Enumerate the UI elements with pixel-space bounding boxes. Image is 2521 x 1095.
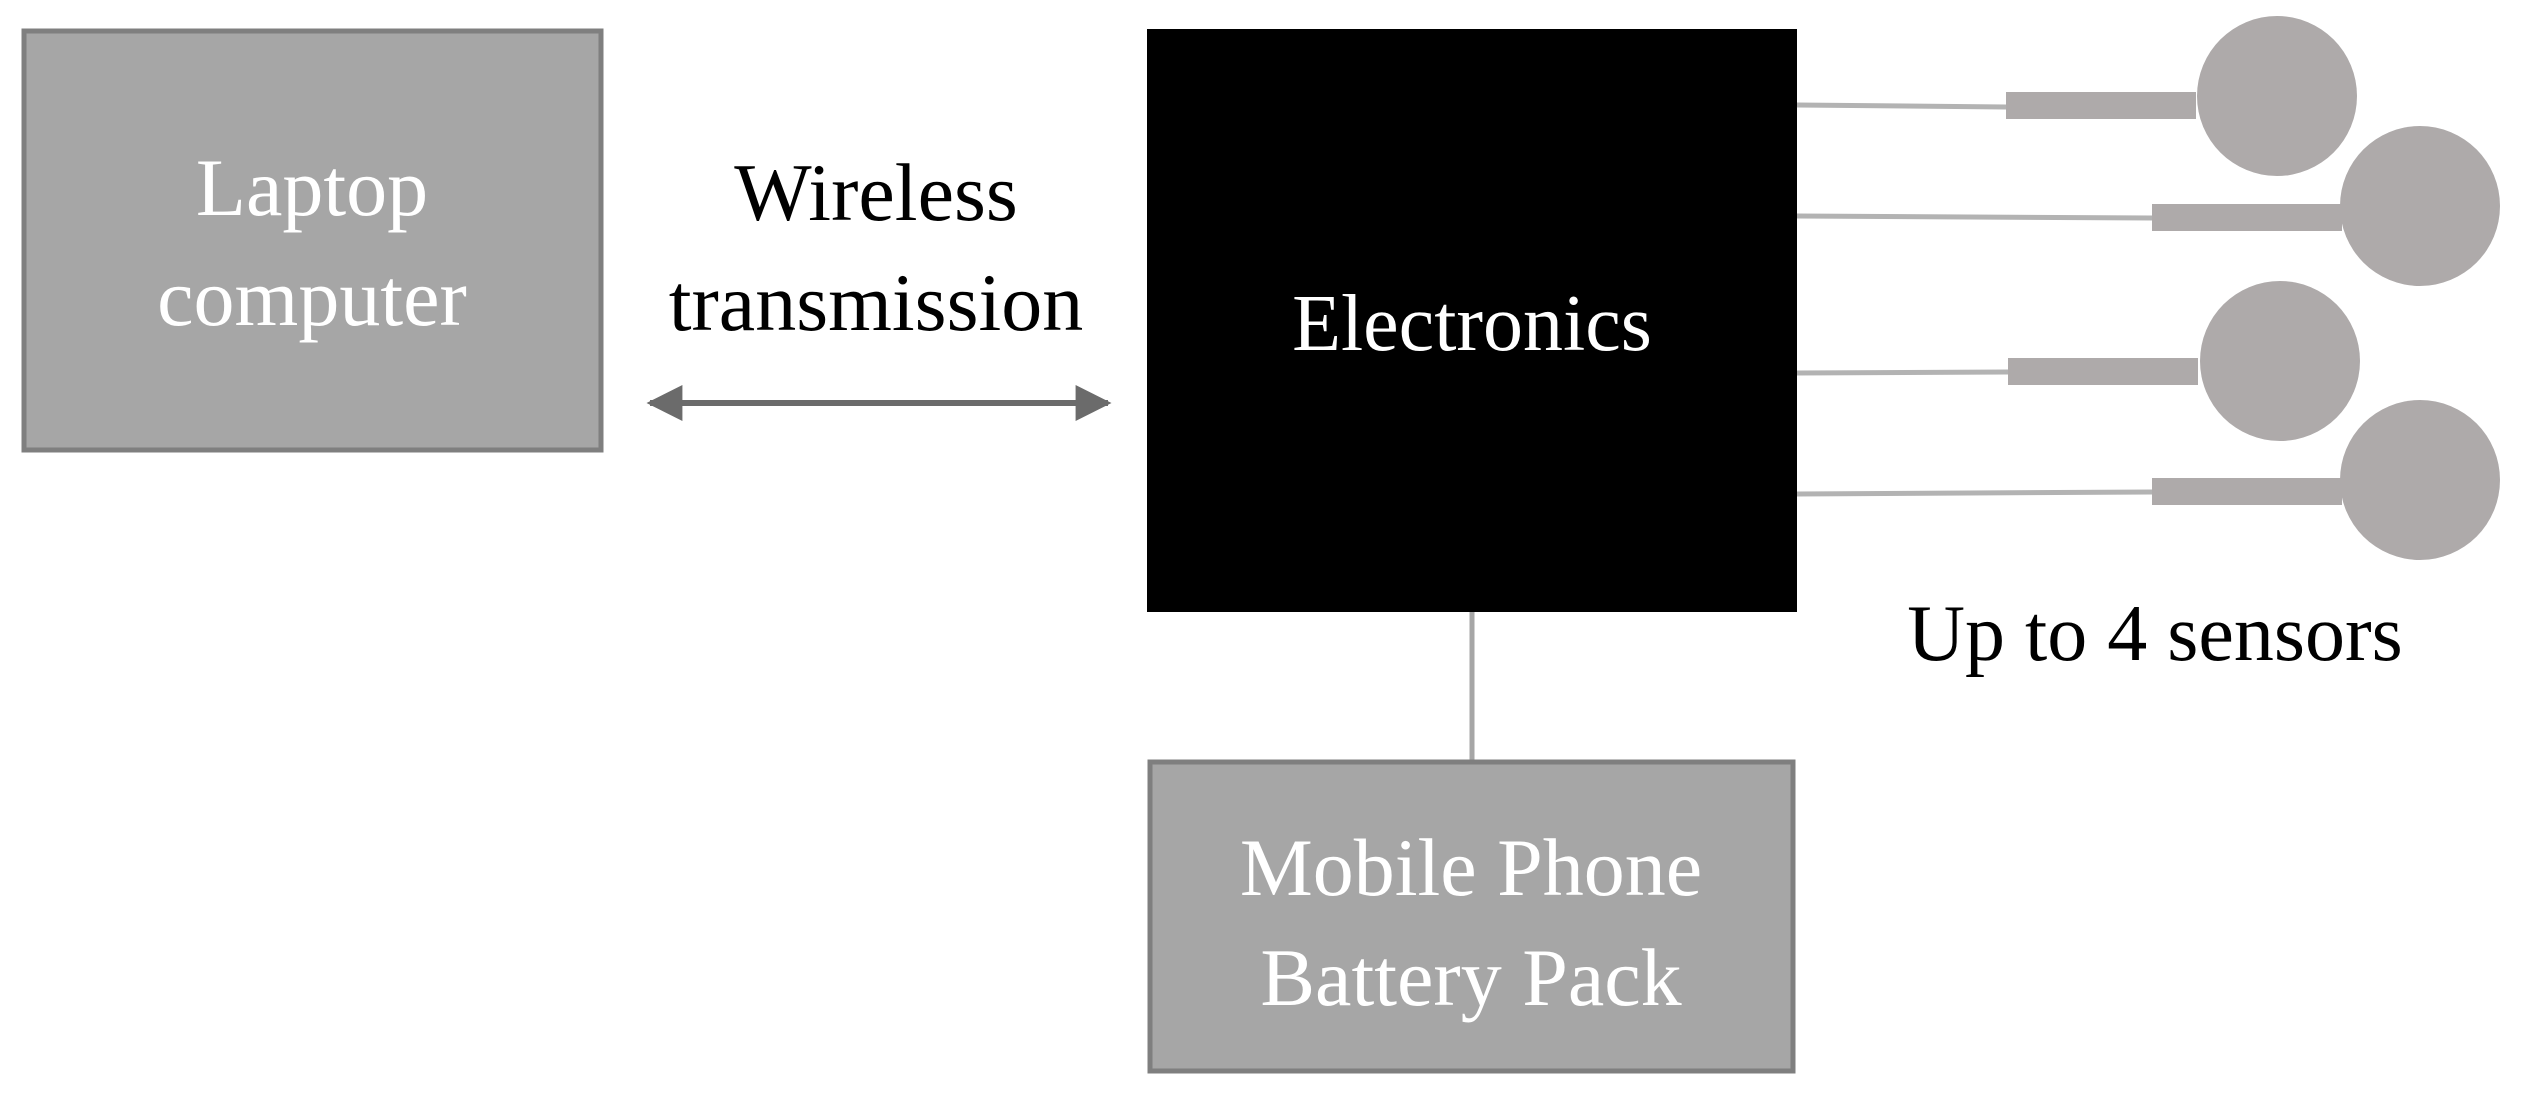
sensor-electrode-icon [2340, 126, 2500, 286]
wireless-edge: Wireless transmission [646, 147, 1112, 421]
sensor-wire [1796, 369, 2009, 376]
sensor-wire [1796, 102, 2007, 110]
sensor-electrode-icon [2197, 16, 2357, 176]
battery-box [1147, 759, 1796, 1074]
sensor-lead [2008, 358, 2198, 385]
sensors-caption: Up to 4 sensors [1907, 590, 2403, 678]
laptop-label-line1: Laptop [196, 142, 428, 233]
sensor-electrode-icon [2340, 400, 2500, 560]
electronics-label: Electronics [1292, 280, 1652, 368]
sensor-electrode-icon [2200, 281, 2360, 441]
sensor-wire [1796, 489, 2153, 497]
sensor-lead [2006, 92, 2196, 119]
electronics-node: Electronics [1147, 29, 1797, 612]
battery-label-line2: Battery Pack [1260, 932, 1681, 1023]
sensor-lead [2152, 478, 2342, 505]
sensor-group [1796, 16, 2500, 560]
wireless-label-line2: transmission [669, 257, 1084, 348]
sensor-1 [1796, 16, 2357, 176]
electronics-box [1147, 29, 1797, 612]
laptop-box [21, 28, 604, 453]
wireless-label-line1: Wireless [734, 147, 1018, 238]
laptop-node: Laptop computer [21, 28, 604, 453]
sensor-4 [1796, 400, 2500, 560]
sensor-3 [1796, 281, 2360, 441]
sensor-2 [1796, 126, 2500, 286]
sensor-wire [1796, 213, 2153, 221]
battery-label-line1: Mobile Phone [1240, 822, 1702, 913]
battery-node: Mobile Phone Battery Pack [1147, 759, 1796, 1074]
laptop-label-line2: computer [157, 252, 467, 343]
sensor-lead [2152, 204, 2342, 231]
